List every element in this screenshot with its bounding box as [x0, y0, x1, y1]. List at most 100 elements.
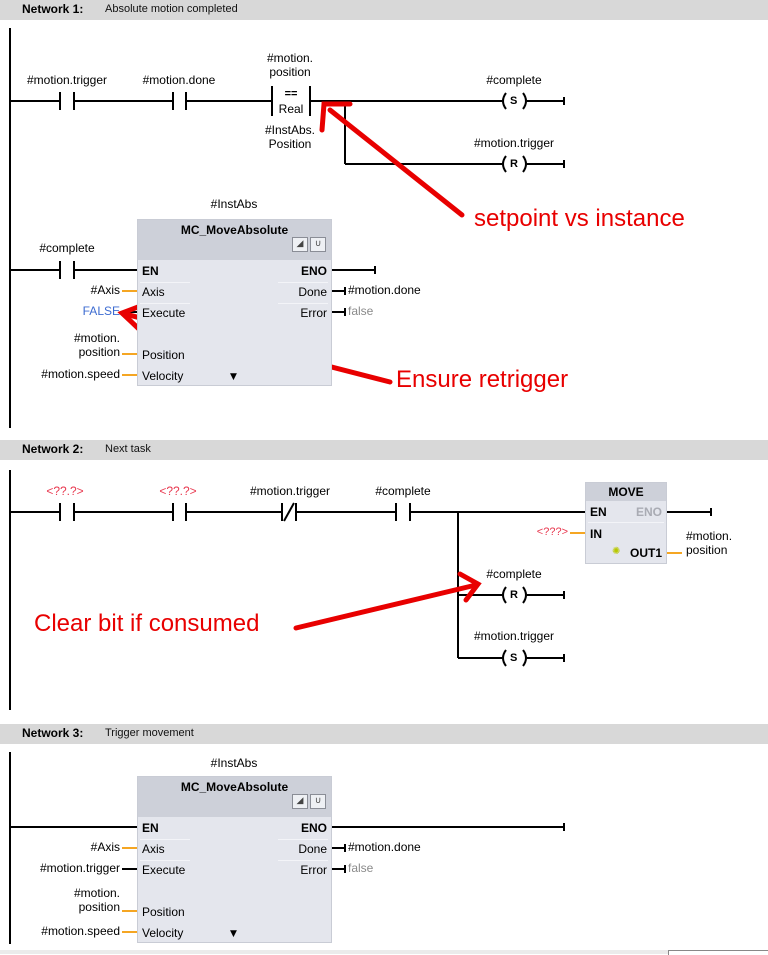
compare-op: == — [284, 88, 298, 100]
move-block[interactable]: MOVE EN ENO IN ✺ OUT1 — [585, 482, 667, 564]
pin-position: Position — [142, 905, 185, 919]
pin-separator — [140, 860, 190, 861]
fb-mc-moveabsolute[interactable]: MC_MoveAbsolute ◢ ∪ EN Axis Execute Posi… — [137, 219, 332, 386]
pin-separator — [588, 522, 664, 523]
input-execute-value[interactable]: FALSE — [82, 304, 120, 318]
pin-eno: ENO — [635, 505, 662, 519]
open-block-icon[interactable]: ◢ — [292, 237, 308, 252]
input-axis-value[interactable]: #Axis — [90, 283, 120, 297]
pin-separator — [140, 839, 190, 840]
fb-header: MC_MoveAbsolute ◢ ∪ — [138, 777, 331, 817]
coil-type: R — [510, 589, 518, 601]
network-title: Network 2: — [22, 442, 84, 456]
input-position-value[interactable]: #motion. — [73, 886, 120, 900]
expand-triangle-icon[interactable]: ▼ — [230, 929, 237, 939]
network-title: Network 3: — [22, 726, 84, 740]
pin-execute: Execute — [142, 306, 186, 320]
pin-error: Error — [300, 306, 327, 320]
compare-top-label-2[interactable]: position — [269, 65, 311, 79]
pin-execute: Execute — [142, 863, 186, 877]
move-out-value[interactable]: #motion. — [686, 529, 733, 543]
pin-error: Error — [300, 863, 327, 877]
pin-separator — [140, 303, 190, 304]
pin-position: Position — [142, 348, 185, 362]
network-1-header[interactable]: Network 1: Absolute motion completed — [0, 0, 768, 20]
operand-label[interactable]: #complete — [39, 241, 95, 255]
coil-type: S — [510, 652, 518, 664]
output-done-value[interactable]: #motion.done — [348, 283, 421, 297]
compare-top-label[interactable]: #motion. — [266, 51, 314, 65]
pin-axis: Axis — [142, 842, 165, 856]
horizontal-scrollbar[interactable] — [668, 950, 768, 955]
input-position-value[interactable]: #motion. — [73, 331, 120, 345]
network-comment[interactable]: Next task — [105, 443, 151, 455]
pin-axis: Axis — [142, 285, 165, 299]
pin-eno: ENO — [300, 264, 327, 278]
expand-triangle-icon[interactable]: ▼ — [230, 372, 237, 382]
input-execute-value[interactable]: #motion.trigger — [39, 861, 120, 875]
diagnostics-stethoscope-icon[interactable]: ∪ — [310, 237, 326, 252]
fb-instance-label[interactable]: #InstAbs — [210, 756, 258, 770]
move-name: MOVE — [608, 485, 644, 499]
fb-instance-label[interactable]: #InstAbs — [210, 197, 258, 211]
network-3-header[interactable]: Network 3: Trigger movement — [0, 724, 768, 744]
operand-label[interactable]: #motion.done — [142, 73, 216, 87]
output-error-value[interactable]: false — [348, 861, 374, 875]
open-block-icon[interactable]: ◢ — [292, 794, 308, 809]
network-title: Network 1: — [22, 2, 84, 16]
annotation-clear: Clear bit if consumed — [34, 610, 260, 637]
input-velocity-value[interactable]: #motion.speed — [41, 924, 120, 938]
operand-label[interactable]: #complete — [375, 484, 431, 498]
output-done-value[interactable]: #motion.done — [348, 840, 421, 854]
compare-type[interactable]: Real — [278, 102, 304, 116]
operand-label[interactable]: #motion.trigger — [249, 484, 331, 498]
fb-mc-moveabsolute[interactable]: MC_MoveAbsolute ◢ ∪ EN Axis Execute Posi… — [137, 776, 332, 943]
move-header: MOVE — [586, 483, 666, 501]
operand-label-undefined[interactable]: <??.?> — [46, 484, 84, 498]
coil-label[interactable]: #motion.trigger — [473, 629, 555, 643]
pin-separator — [140, 282, 190, 283]
pin-out1: OUT1 — [629, 546, 662, 560]
network-2-header[interactable]: Network 2: Next task — [0, 440, 768, 460]
annotation-retrigger: Ensure retrigger — [396, 366, 569, 393]
fb-name: MC_MoveAbsolute — [180, 780, 289, 794]
pin-en: EN — [142, 264, 159, 278]
operand-label-undefined[interactable]: <??.?> — [159, 484, 197, 498]
network-comment[interactable]: Trigger movement — [105, 727, 194, 739]
coil-type: R — [510, 158, 518, 170]
pin-velocity: Velocity — [142, 369, 184, 383]
pin-separator — [278, 282, 328, 283]
annotation-setpoint: setpoint vs instance — [474, 205, 685, 232]
move-in-value[interactable]: <???> — [536, 526, 568, 538]
arrow-clear — [293, 582, 479, 631]
pin-separator — [278, 303, 328, 304]
output-error-value[interactable]: false — [348, 304, 374, 318]
pin-en: EN — [590, 505, 607, 519]
fb-header: MC_MoveAbsolute ◢ ∪ — [138, 220, 331, 260]
input-position-value-2[interactable]: position — [78, 345, 120, 359]
coil-label[interactable]: #motion.trigger — [473, 136, 555, 150]
arrow-setpoint — [327, 107, 465, 218]
compare-bottom-label[interactable]: #InstAbs. — [264, 123, 316, 137]
pin-velocity: Velocity — [142, 926, 184, 940]
coil-label[interactable]: #complete — [486, 567, 542, 581]
input-axis-value[interactable]: #Axis — [90, 840, 120, 854]
next-network-strip — [0, 950, 668, 954]
diagnostics-stethoscope-icon[interactable]: ∪ — [310, 794, 326, 809]
input-velocity-value[interactable]: #motion.speed — [41, 367, 120, 381]
pin-separator — [278, 839, 328, 840]
fb-name: MC_MoveAbsolute — [180, 223, 289, 237]
new-output-star-icon[interactable]: ✺ — [612, 546, 621, 557]
pin-done: Done — [298, 285, 327, 299]
operand-label[interactable]: #motion.trigger — [26, 73, 108, 87]
pin-en: EN — [142, 821, 159, 835]
compare-bottom-label-2[interactable]: Position — [268, 137, 312, 151]
network-comment[interactable]: Absolute motion completed — [105, 3, 238, 15]
pin-in: IN — [590, 527, 602, 541]
move-out-value-2[interactable]: position — [686, 543, 728, 557]
pin-done: Done — [298, 842, 327, 856]
input-position-value-2[interactable]: position — [78, 900, 120, 914]
pin-eno: ENO — [300, 821, 327, 835]
coil-label[interactable]: #complete — [486, 73, 542, 87]
